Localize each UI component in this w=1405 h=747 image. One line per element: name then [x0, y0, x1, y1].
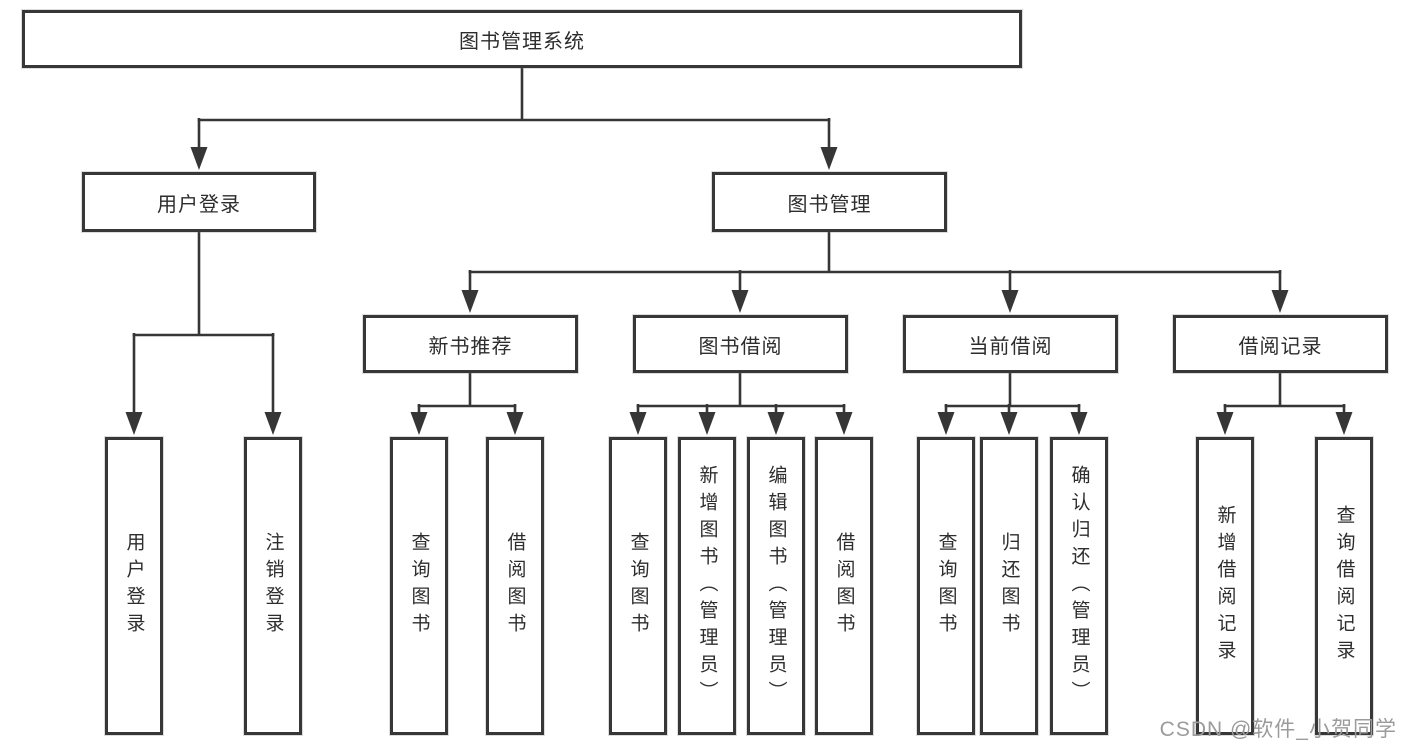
connector-user-login-to-leaves — [125, 232, 282, 435]
leaf-user-login: 用户登录 — [105, 437, 163, 735]
connector-current-borrow-to-leaves — [937, 373, 1088, 435]
leaf-query-borrow-record: 查询借阅记录 — [1315, 437, 1373, 735]
node-label: 图书管理 — [787, 193, 872, 216]
connector-new-book-recommend-to-leaves — [410, 373, 524, 435]
node-label: 归还图书 — [998, 532, 1020, 640]
node-label: 编辑图书（管理员） — [765, 464, 787, 708]
node-label: 新增借阅记录 — [1214, 505, 1236, 667]
node-label: 图书借阅 — [698, 335, 783, 358]
node-label: 查询图书 — [408, 532, 430, 640]
leaf-query-books-borrow: 查询图书 — [609, 437, 667, 735]
node-label: 用户登录 — [123, 532, 145, 640]
leaf-confirm-return-admin: 确认归还（管理员） — [1050, 437, 1108, 735]
leaf-add-book-admin: 新增图书（管理员） — [678, 437, 736, 735]
node-library-management-system: 图书管理系统 — [22, 10, 1022, 68]
node-label: 借阅图书 — [833, 532, 855, 640]
connector-book-management-to-level3 — [461, 232, 1289, 313]
node-new-book-recommend: 新书推荐 — [363, 315, 578, 373]
leaf-borrow-books: 借阅图书 — [815, 437, 873, 735]
connector-book-borrow-to-leaves — [629, 373, 853, 435]
node-user-login: 用户登录 — [82, 172, 316, 232]
leaf-return-book: 归还图书 — [980, 437, 1038, 735]
node-label: 新书推荐 — [428, 335, 513, 358]
leaf-edit-book-admin: 编辑图书（管理员） — [747, 437, 805, 735]
connector-borrow-records-to-leaves — [1216, 373, 1353, 435]
node-borrow-records: 借阅记录 — [1173, 315, 1388, 373]
node-label: 注销登录 — [262, 532, 284, 640]
node-label: 图书管理系统 — [459, 30, 585, 53]
leaf-borrow-books-recommend: 借阅图书 — [486, 437, 544, 735]
node-label: 借阅记录 — [1238, 335, 1323, 358]
leaf-logout: 注销登录 — [244, 437, 302, 735]
node-book-management: 图书管理 — [712, 172, 947, 232]
node-current-borrow: 当前借阅 — [903, 315, 1118, 373]
node-label: 查询借阅记录 — [1333, 505, 1355, 667]
csdn-watermark: CSDN @软件_小贺同学 — [1159, 718, 1397, 741]
leaf-query-books-current: 查询图书 — [917, 437, 975, 735]
node-label: 查询图书 — [627, 532, 649, 640]
node-label: 借阅图书 — [504, 532, 526, 640]
node-label: 用户登录 — [157, 193, 241, 216]
node-book-borrow: 图书借阅 — [633, 315, 848, 373]
leaf-add-borrow-record: 新增借阅记录 — [1196, 437, 1254, 735]
connector-root-to-level2 — [190, 68, 838, 170]
node-label: 查询图书 — [935, 532, 957, 640]
node-label: 确认归还（管理员） — [1068, 464, 1090, 708]
leaf-query-books-recommend: 查询图书 — [390, 437, 448, 735]
node-label: 当前借阅 — [968, 335, 1053, 358]
node-label: 新增图书（管理员） — [696, 464, 718, 708]
